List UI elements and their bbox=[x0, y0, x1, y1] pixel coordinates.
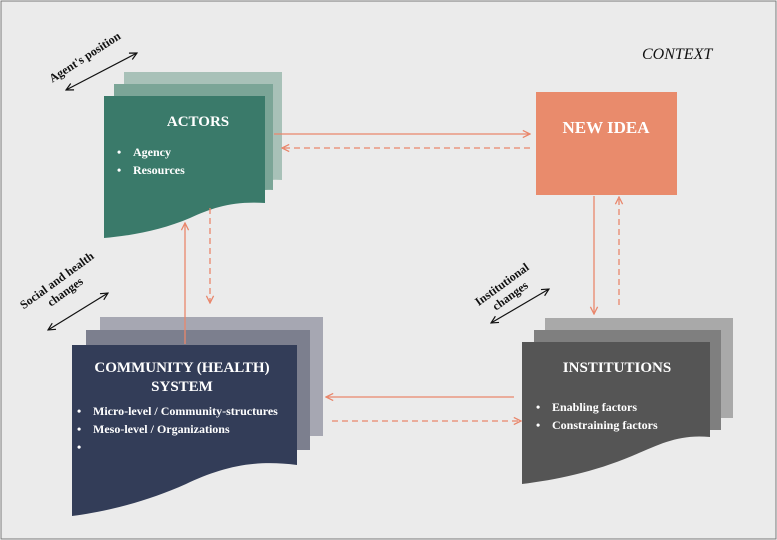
community-item-micro: Micro-level / Community-structures bbox=[74, 402, 278, 420]
actors-title: ACTORS bbox=[166, 114, 230, 130]
institutions-item-enabling: Enabling factors bbox=[533, 398, 658, 416]
social-health-double-arrow bbox=[48, 293, 108, 330]
community-item-empty bbox=[74, 438, 278, 456]
institutions-title: INSTITUTIONS bbox=[562, 360, 672, 376]
community-item-meso: Meso-level / Organizations bbox=[74, 420, 278, 438]
community-list: Micro-level / Community-structures Meso-… bbox=[74, 402, 278, 456]
actors-item-agency: Agency bbox=[114, 143, 185, 161]
actors-item-resources: Resources bbox=[114, 161, 185, 179]
context-label: CONTEXT bbox=[642, 46, 713, 63]
new-idea-box bbox=[536, 92, 677, 195]
institutional-double-arrow bbox=[491, 289, 549, 323]
community-title: COMMUNITY (HEALTH) SYSTEM bbox=[94, 360, 270, 395]
new-idea-title: NEW IDEA bbox=[562, 118, 650, 137]
actors-list: Agency Resources bbox=[114, 143, 185, 179]
institutions-item-constraining: Constraining factors bbox=[533, 416, 658, 434]
institutions-list: Enabling factors Constraining factors bbox=[533, 398, 658, 434]
agents-position-double-arrow bbox=[66, 53, 137, 90]
